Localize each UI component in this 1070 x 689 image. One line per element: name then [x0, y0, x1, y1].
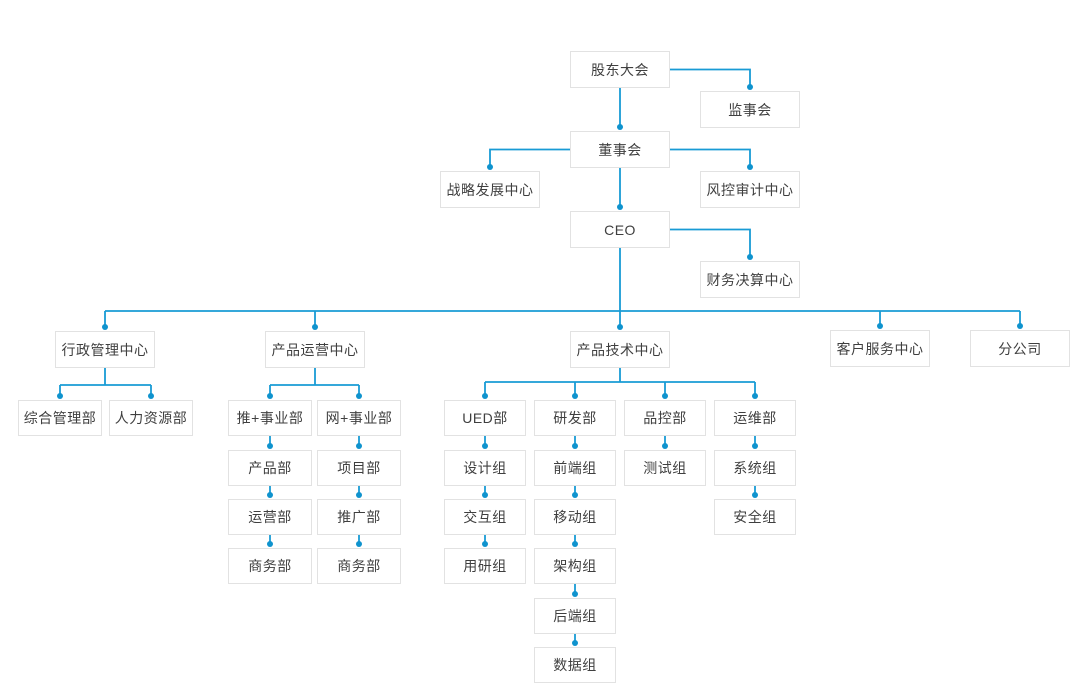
connector-dot — [747, 84, 753, 90]
org-node-ued-dept: UED部 — [444, 400, 526, 436]
connector-dot — [356, 443, 362, 449]
org-node-operations-dept: 运营部 — [228, 499, 312, 535]
org-node-hr-dept: 人力资源部 — [109, 400, 193, 436]
connector-dot — [617, 204, 623, 210]
org-node-system-team: 系统组 — [714, 450, 796, 486]
connector-dot — [662, 443, 668, 449]
org-node-testing-team: 测试组 — [624, 450, 706, 486]
org-node-architecture-team: 架构组 — [534, 548, 616, 584]
connector-dot — [662, 393, 668, 399]
connector-dot — [572, 541, 578, 547]
connector-dot — [752, 393, 758, 399]
connector-dot — [752, 443, 758, 449]
org-node-quality-control-dept: 品控部 — [624, 400, 706, 436]
connector-dot — [482, 393, 488, 399]
org-node-product-technology-center: 产品技术中心 — [570, 331, 670, 368]
org-node-business-dept-1: 商务部 — [228, 548, 312, 584]
org-node-business-dept-2: 商务部 — [317, 548, 401, 584]
org-node-tui-plus-division: 推+事业部 — [228, 400, 312, 436]
connector-dot — [267, 492, 273, 498]
org-node-financial-settlement-center: 财务决算中心 — [700, 261, 800, 298]
org-node-interaction-team: 交互组 — [444, 499, 526, 535]
connector-dot — [267, 443, 273, 449]
org-node-rd-dept: 研发部 — [534, 400, 616, 436]
connector-dot — [1017, 323, 1023, 329]
connector-dot — [617, 324, 623, 330]
org-node-risk-audit-center: 风控审计中心 — [700, 171, 800, 208]
org-node-ops-maintenance-dept: 运维部 — [714, 400, 796, 436]
org-node-user-research-team: 用研组 — [444, 548, 526, 584]
connector-dot — [747, 164, 753, 170]
org-node-project-dept: 项目部 — [317, 450, 401, 486]
org-node-product-operations-center: 产品运营中心 — [265, 331, 365, 368]
org-node-wang-plus-division: 网+事业部 — [317, 400, 401, 436]
connector-dot — [267, 541, 273, 547]
org-node-product-dept: 产品部 — [228, 450, 312, 486]
connector-dot — [747, 254, 753, 260]
org-node-security-team: 安全组 — [714, 499, 796, 535]
org-node-branch-company: 分公司 — [970, 330, 1070, 367]
connector-line — [670, 148, 751, 167]
org-node-promotion-dept: 推广部 — [317, 499, 401, 535]
connector-dot — [482, 443, 488, 449]
connector-dot — [877, 323, 883, 329]
connector-dot — [267, 393, 273, 399]
org-node-frontend-team: 前端组 — [534, 450, 616, 486]
connector-dot — [572, 492, 578, 498]
connector-line — [489, 148, 570, 167]
org-node-board-of-directors: 董事会 — [570, 131, 670, 168]
connector-dot — [356, 541, 362, 547]
connector-dot — [312, 324, 318, 330]
connector-dot — [572, 591, 578, 597]
connector-dot — [572, 443, 578, 449]
connector-dot — [57, 393, 63, 399]
org-node-customer-service-center: 客户服务中心 — [830, 330, 930, 367]
connector-dot — [148, 393, 154, 399]
connector-dot — [487, 164, 493, 170]
connector-line — [670, 68, 751, 87]
connector-dot — [572, 640, 578, 646]
connector-dot — [482, 492, 488, 498]
org-node-admin-management-center: 行政管理中心 — [55, 331, 155, 368]
org-node-supervisory-board: 监事会 — [700, 91, 800, 128]
connector-dot — [356, 492, 362, 498]
connector-dot — [752, 492, 758, 498]
connector-dot — [102, 324, 108, 330]
connector-dot — [617, 124, 623, 130]
connector-line — [670, 228, 751, 257]
connector-dot — [572, 393, 578, 399]
org-node-design-team: 设计组 — [444, 450, 526, 486]
org-node-mobile-team: 移动组 — [534, 499, 616, 535]
org-node-shareholders-meeting: 股东大会 — [570, 51, 670, 88]
connector-dot — [356, 393, 362, 399]
org-node-ceo: CEO — [570, 211, 670, 248]
connector-dot — [482, 541, 488, 547]
org-node-strategy-development-center: 战略发展中心 — [440, 171, 540, 208]
org-node-backend-team: 后端组 — [534, 598, 616, 634]
org-node-data-team: 数据组 — [534, 647, 616, 683]
org-node-general-management-dept: 综合管理部 — [18, 400, 102, 436]
